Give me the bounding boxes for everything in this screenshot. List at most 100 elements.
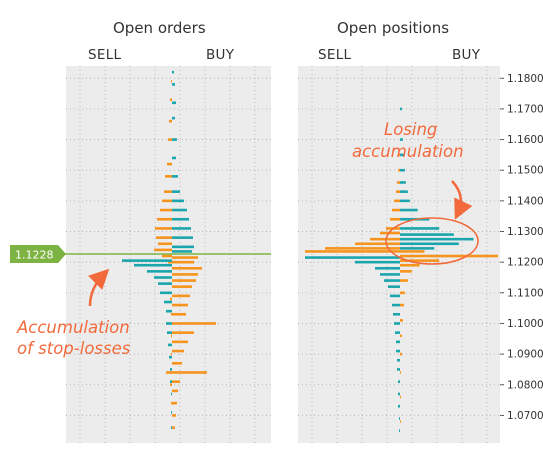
positions-sell-bar xyxy=(390,294,400,298)
ytick-label: 1.1200 xyxy=(507,257,543,269)
orders-sell-bar xyxy=(171,312,172,316)
positions-sell-bar xyxy=(390,217,400,221)
positions-sell-bar xyxy=(398,168,400,172)
ytick-label: 1.0900 xyxy=(507,349,543,361)
orders-annotation-line1: Accumulation xyxy=(16,318,130,337)
orders-sell-bar xyxy=(157,217,172,221)
positions-annotation-arrow xyxy=(451,180,473,220)
orders-buy-bar xyxy=(172,217,189,221)
positions-buy-bar xyxy=(400,190,408,193)
orders-buy-bar xyxy=(172,156,176,160)
orders-sell-bar xyxy=(158,242,172,246)
orders-buy-bar xyxy=(172,101,176,105)
positions-sell-bar xyxy=(325,247,400,250)
positions-buy-bar xyxy=(400,247,435,250)
positions-buy-bar xyxy=(400,291,405,295)
orders-sell-bar xyxy=(168,260,172,264)
positions-buy-bar xyxy=(400,254,498,258)
orders-sell-bar xyxy=(167,162,172,166)
orders-buy-bar xyxy=(172,266,202,270)
positions-buy-bar xyxy=(400,107,402,111)
orders-sell-bar xyxy=(160,208,172,212)
orders-buy-bar xyxy=(172,260,194,264)
orders-buy-bar xyxy=(172,70,174,74)
orders-sell-bar xyxy=(171,392,172,396)
positions-sell-bar xyxy=(388,285,400,288)
positions-buy-bar xyxy=(400,395,401,399)
positions-sell-bar xyxy=(394,322,400,325)
orders-buy-bar xyxy=(172,349,184,353)
orders-buy-bar xyxy=(172,389,178,393)
orders-buy-bar xyxy=(172,371,207,374)
orders-sell-bar xyxy=(171,426,172,429)
orders-sell-bar xyxy=(162,199,172,203)
ytick-label: 1.1000 xyxy=(507,318,543,330)
orders-sell-bar xyxy=(156,236,172,239)
orders-sell-bar xyxy=(164,190,172,193)
positions-sell-bar xyxy=(399,417,400,420)
orders-buy-bar xyxy=(172,175,178,178)
positions-sell-bar xyxy=(375,266,400,270)
positions-sell-bar xyxy=(384,279,400,282)
orders-sell-bar xyxy=(122,259,172,262)
orders-buy-bar xyxy=(172,116,175,120)
orders-buy-label: BUY xyxy=(206,47,235,63)
orders-buy-bar xyxy=(172,294,190,298)
positions-sell-bar xyxy=(398,392,400,396)
positions-sell-bar xyxy=(392,303,400,307)
orders-sell-bar xyxy=(166,322,172,325)
orders-buy-bar xyxy=(172,303,188,307)
positions-sell-bar xyxy=(399,429,400,433)
orders-sell-bar xyxy=(170,98,172,102)
positions-sell-bar xyxy=(394,199,400,203)
positions-sell-bar xyxy=(396,349,400,353)
positions-buy-bar xyxy=(400,334,402,338)
orders-annotation-line2: of stop-losses xyxy=(17,339,131,358)
orders-sell-bar xyxy=(167,331,172,334)
orders-sell-bar xyxy=(134,263,172,267)
positions-annotation-line2: accumulation xyxy=(352,142,464,161)
positions-buy-bar xyxy=(400,420,401,423)
positions-buy-label: BUY xyxy=(452,47,481,63)
positions-sell-bar xyxy=(380,231,400,235)
positions-sell-bar xyxy=(393,312,400,316)
orders-buy-bar xyxy=(172,227,191,230)
positions-sell-bar xyxy=(397,368,400,371)
orders-buy-bar xyxy=(172,362,182,365)
orders-sell-bar xyxy=(166,371,172,374)
orders-buy-bar xyxy=(172,208,187,212)
positions-buy-bar xyxy=(400,303,404,307)
ytick-label: 1.1800 xyxy=(507,73,543,85)
orders-sell-bar xyxy=(170,297,172,301)
orders-buy-bar xyxy=(172,190,180,193)
orders-buy-bar xyxy=(172,331,194,334)
current-price-marker xyxy=(10,245,66,263)
orders-sell-bar xyxy=(166,309,172,313)
orders-sell-bar xyxy=(169,355,172,359)
orders-sell-bar xyxy=(164,300,172,304)
orders-sell-bar xyxy=(168,343,172,347)
orders-sell-bar xyxy=(171,411,172,414)
open-positions-title: Open positions xyxy=(337,19,450,37)
positions-buy-bar xyxy=(400,199,410,203)
positions-sell-bar xyxy=(355,242,400,246)
orders-buy-bar xyxy=(172,322,216,325)
positions-sell-bar xyxy=(370,237,400,241)
orders-buy-bar xyxy=(172,285,192,288)
orders-sell-bar xyxy=(170,368,172,371)
orders-sell-bar xyxy=(171,334,172,338)
orders-buy-bar xyxy=(172,401,177,405)
orders-buy-bar xyxy=(172,312,186,316)
orders-sell-bar xyxy=(171,352,172,356)
positions-buy-bar xyxy=(400,352,402,356)
ytick-label: 1.1700 xyxy=(507,103,543,115)
positions-panel xyxy=(298,66,500,443)
orders-buy-bar xyxy=(172,414,176,417)
positions-buy-bar xyxy=(400,263,420,267)
orders-buy-bar xyxy=(172,138,177,141)
positions-sell-bar xyxy=(355,260,400,264)
positions-buy-bar xyxy=(400,371,401,374)
orders-buy-bar xyxy=(172,273,198,276)
positions-buy-bar xyxy=(400,168,405,172)
ytick-label: 1.1100 xyxy=(507,287,543,299)
